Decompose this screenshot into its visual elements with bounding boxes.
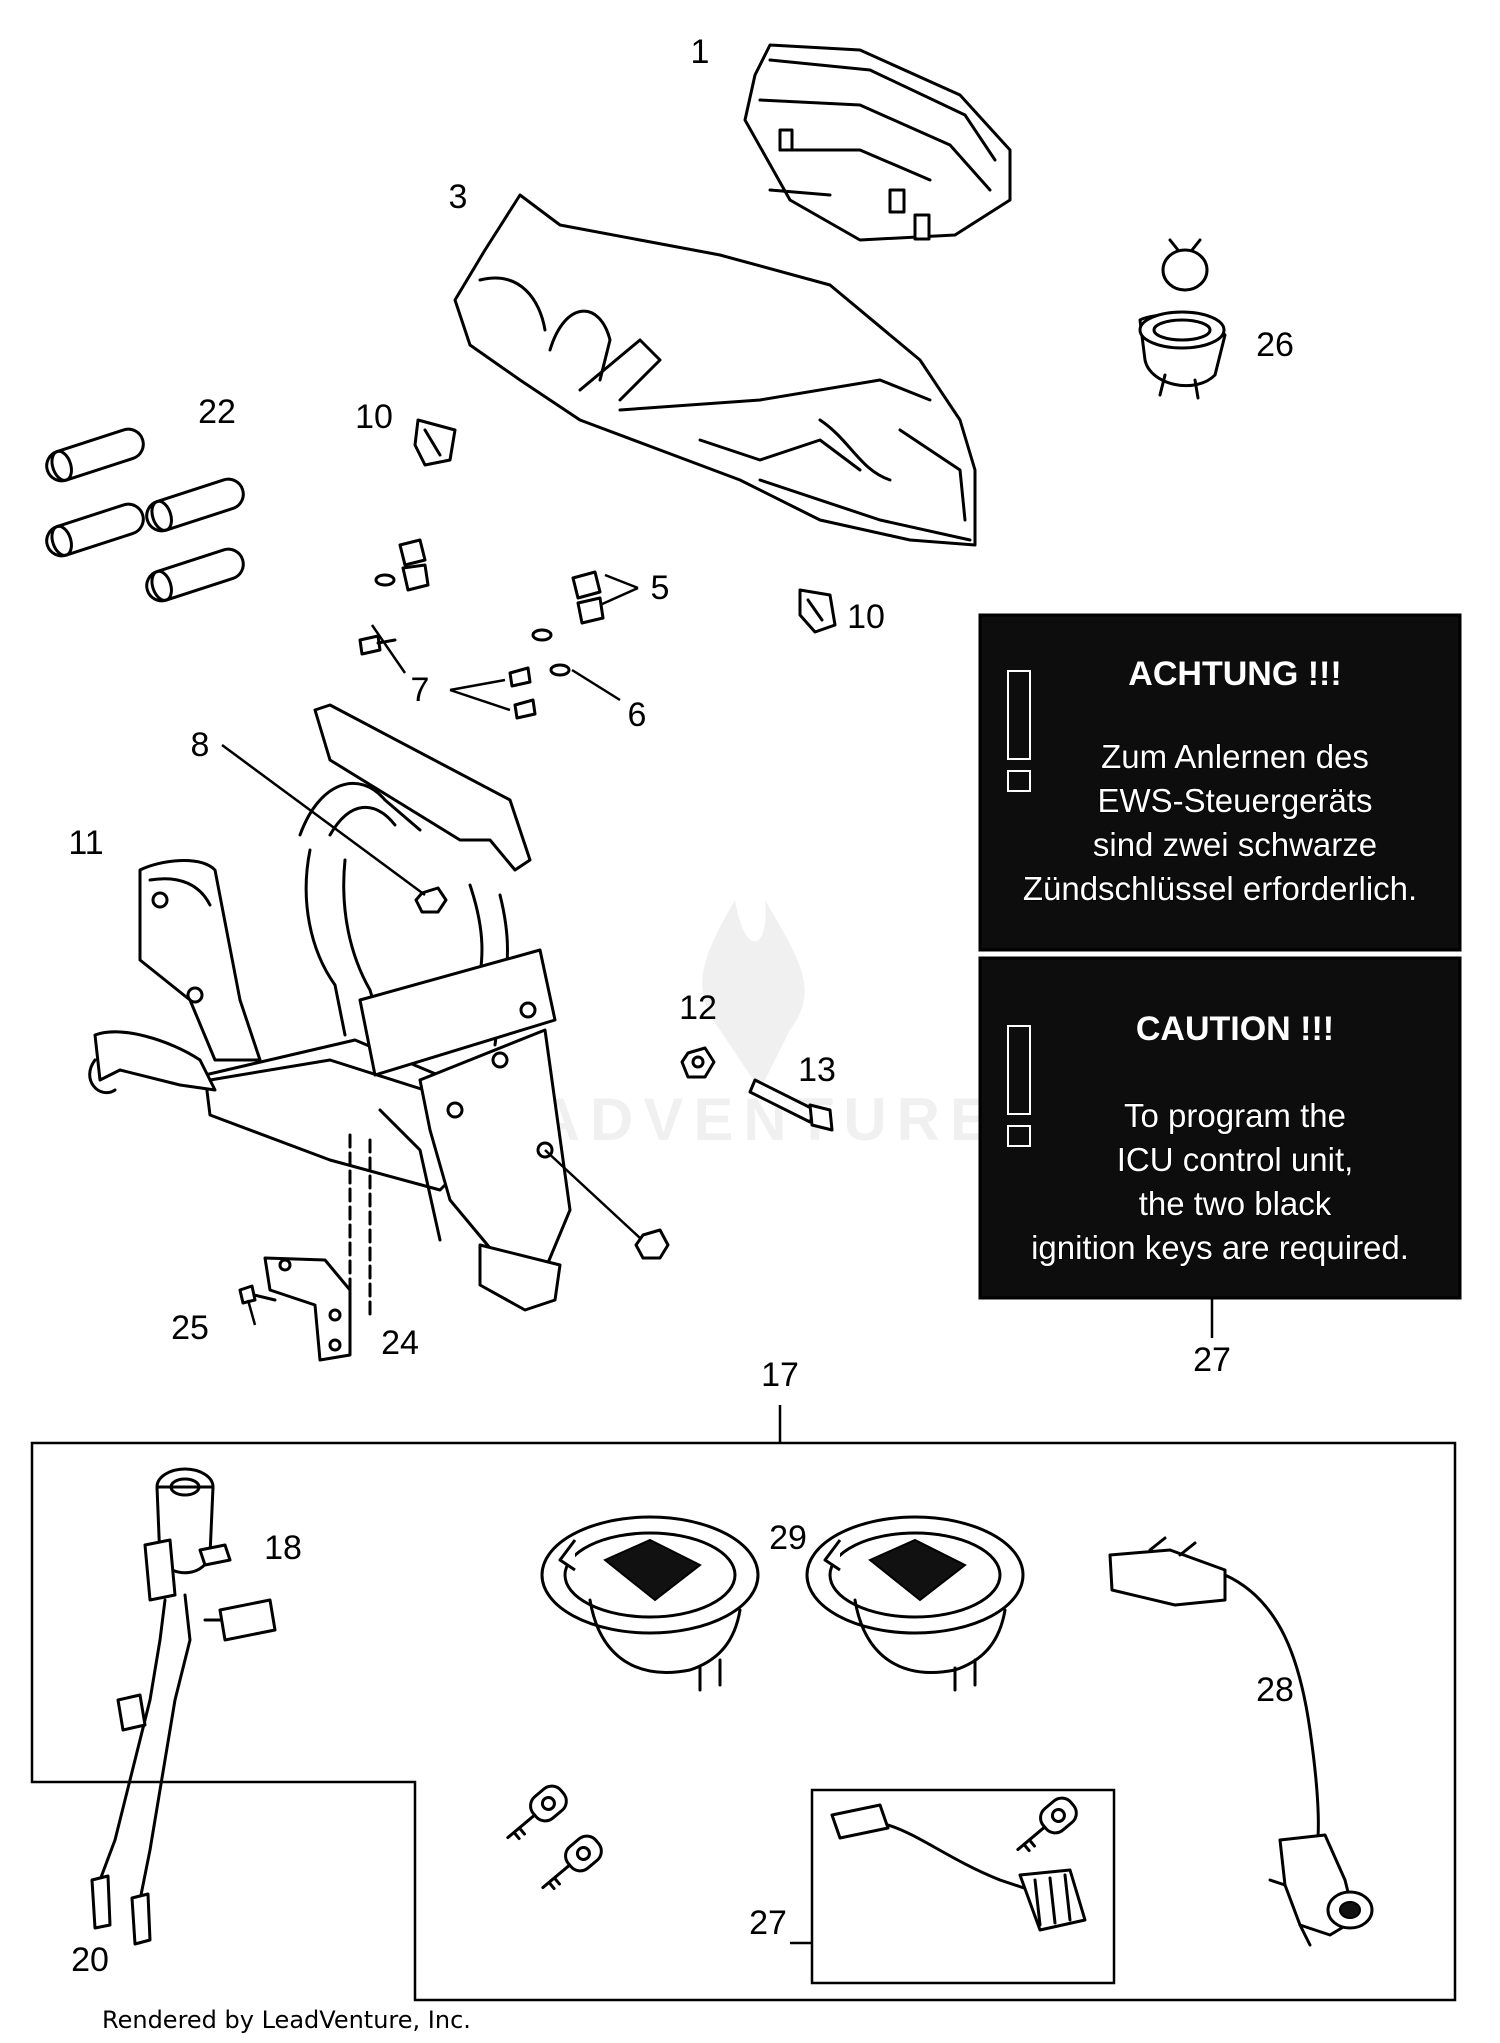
callout-18: 18 (264, 1529, 302, 1567)
part-29-transponder-ring-left (540, 1515, 760, 1692)
svg-text:17: 17 (761, 1356, 799, 1394)
callout-25: 25 (171, 1309, 209, 1347)
warning-label: ACHTUNG !!! Zum Anlernen des EWS-Steuerg… (978, 613, 1462, 1300)
svg-text:27: 27 (1193, 1341, 1231, 1379)
callout-6: 6 (628, 696, 647, 734)
warning-line-german-1: Zum Anlernen des (1101, 738, 1369, 775)
part-13-bolt (748, 1078, 834, 1132)
svg-text:24: 24 (381, 1324, 419, 1362)
callouts: 1 3 26 22 10 10 5 7 6 8 11 12 13 25 24 2… (68, 30, 1294, 1979)
part-5-nuts (398, 538, 605, 625)
callout-27-label: 27 (1193, 1341, 1231, 1379)
kit-27-outline (810, 1788, 1116, 1985)
part-22-rubber-sleeves (45, 427, 245, 603)
part-18-lock-cylinder (90, 1467, 277, 1946)
svg-text:27: 27 (749, 1904, 787, 1942)
callout-5: 5 (651, 569, 670, 607)
svg-text:28: 28 (1256, 1671, 1294, 1709)
warning-label-english-panel (978, 956, 1462, 1300)
callout-26: 26 (1256, 326, 1294, 364)
svg-text:18: 18 (264, 1529, 302, 1567)
callout-12: 12 (679, 989, 717, 1027)
svg-text:22: 22 (198, 393, 236, 431)
svg-text:8: 8 (191, 726, 210, 764)
part-10-clip-lower (798, 588, 837, 634)
callout-24: 24 (381, 1324, 419, 1362)
part-28-sensor-cable (1108, 1536, 1374, 1947)
callout-1: 1 (678, 30, 722, 74)
warning-line-english-2: ICU control unit, (1117, 1141, 1354, 1178)
render-credit: Rendered by LeadVenture, Inc. (102, 2006, 471, 2034)
svg-text:3: 3 (449, 178, 468, 216)
part-10-clip-upper (413, 418, 457, 467)
svg-text:25: 25 (171, 1309, 209, 1347)
warning-line-german-3: sind zwei schwarze (1093, 826, 1377, 863)
svg-text:7: 7 (411, 671, 430, 709)
svg-text:13: 13 (798, 1051, 836, 1089)
callout-28: 28 (1256, 1671, 1294, 1709)
exclamation-icon-english (1007, 1025, 1031, 1147)
svg-text:10: 10 (355, 398, 393, 436)
part-12-nut (680, 1046, 716, 1079)
kit-27-box (810, 1788, 1116, 1985)
part-11-headlight-bracket (88, 703, 572, 1352)
kit-17-boundary (30, 1405, 1457, 2002)
leader-lines (221, 573, 1214, 1945)
kit-17-outline (30, 1441, 1457, 2002)
callout-7: 7 (411, 671, 430, 709)
warning-heading-english: CAUTION !!! (1136, 1010, 1334, 1048)
svg-text:11: 11 (68, 824, 103, 862)
callout-11: 11 (68, 824, 103, 862)
part-nut-lower (634, 1228, 670, 1260)
part-24-bracket (263, 1256, 352, 1362)
flame-logo-icon (702, 900, 805, 1090)
callout-8: 8 (191, 726, 210, 764)
callout-27-kit: 27 (749, 1904, 787, 1942)
warning-heading-german: ACHTUNG !!! (1128, 655, 1341, 693)
callout-20: 20 (71, 1941, 109, 1979)
callout-13: 13 (798, 1051, 836, 1089)
warning-line-german-4: Zündschlüssel erforderlich. (1023, 870, 1417, 907)
svg-text:10: 10 (847, 598, 885, 636)
callout-17: 17 (761, 1356, 799, 1394)
svg-text:5: 5 (651, 569, 670, 607)
part-25-screw (238, 1284, 277, 1305)
svg-text:20: 20 (71, 1941, 109, 1979)
callout-10-lower: 10 (847, 598, 885, 636)
callout-29: 29 (769, 1519, 807, 1557)
callout-22: 22 (198, 393, 236, 431)
callout-3: 3 (449, 178, 468, 216)
part-3-fairing (453, 193, 977, 547)
svg-text:1: 1 (691, 33, 710, 71)
svg-text:26: 26 (1256, 326, 1294, 364)
part-keys-loose (506, 1784, 603, 1891)
svg-text:29: 29 (769, 1519, 807, 1557)
warning-line-english-3: the two black (1139, 1185, 1332, 1222)
svg-text:12: 12 (679, 989, 717, 1027)
part-29-transponder-ring-right (805, 1515, 1025, 1692)
exclamation-icon-german (1007, 670, 1031, 792)
part-26-ignition-lock (1138, 238, 1227, 400)
part-1-instrument-cluster (743, 43, 1012, 242)
warning-line-english-1: To program the (1124, 1097, 1346, 1134)
callout-10-upper: 10 (355, 398, 393, 436)
part-6-washers (374, 573, 571, 677)
warning-label-german-panel (978, 613, 1462, 952)
warning-line-german-2: EWS-Steuergeräts (1097, 782, 1372, 819)
warning-line-english-4: ignition keys are required. (1031, 1229, 1409, 1266)
part-7-screws (358, 634, 537, 720)
svg-text:6: 6 (628, 696, 647, 734)
